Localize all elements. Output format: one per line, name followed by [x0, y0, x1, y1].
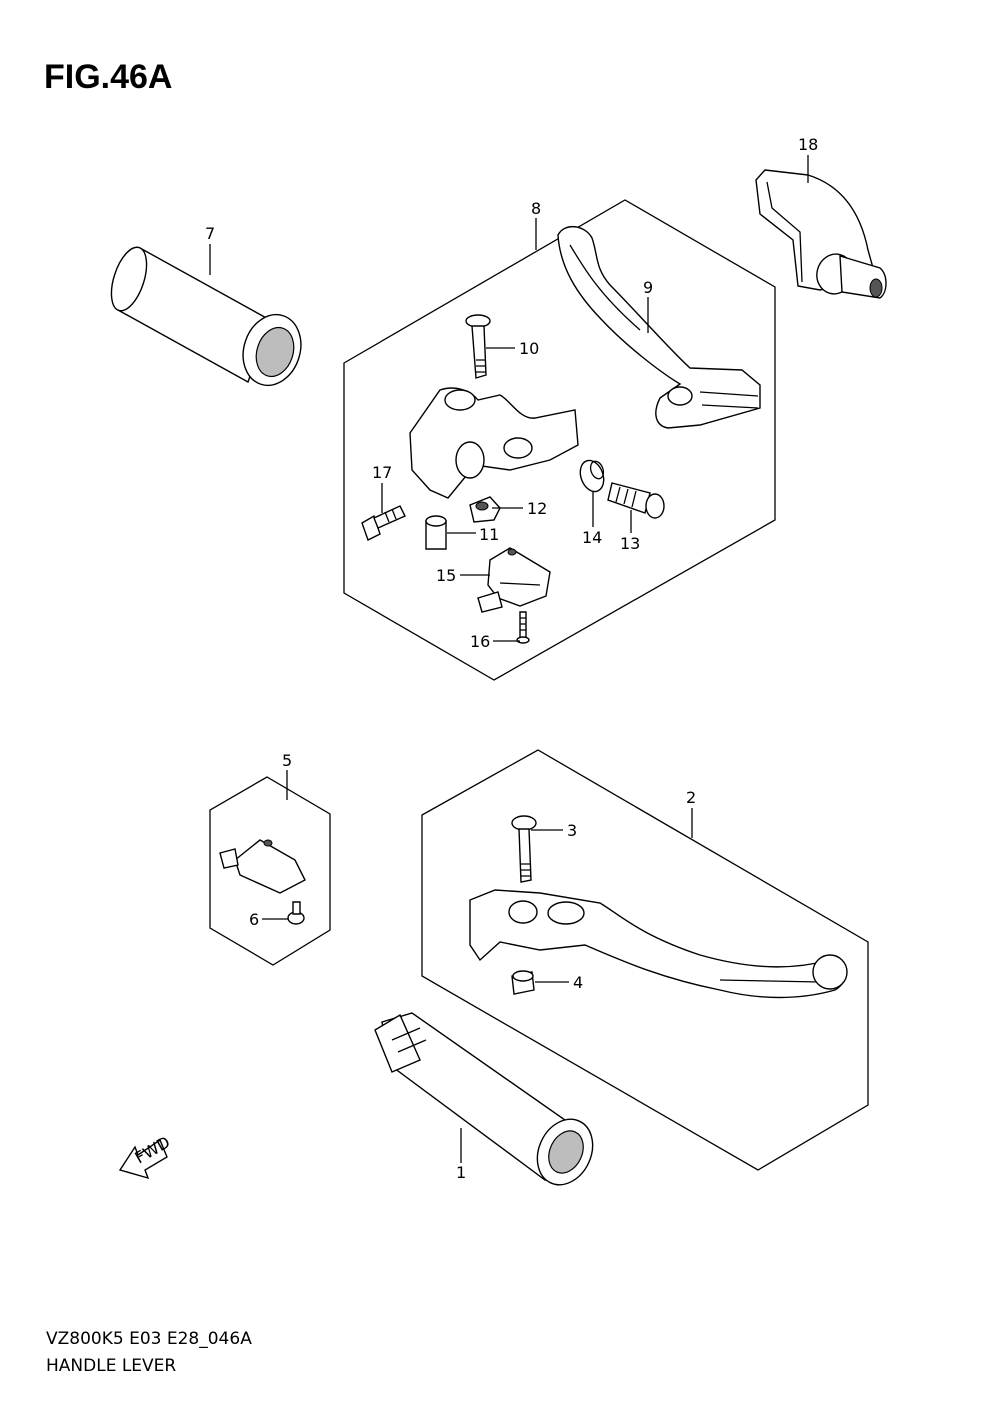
collar-part-11: [425, 515, 447, 550]
screw-part-6: [287, 901, 305, 925]
figure-title: FIG.46A: [44, 58, 173, 96]
callout-5: 5: [282, 751, 292, 770]
screw-part-16: [516, 611, 530, 644]
assembly-frame-5: [209, 776, 331, 966]
callout-7: 7: [205, 224, 215, 243]
callout-14: 14: [582, 528, 602, 547]
callout-11: 11: [479, 525, 499, 544]
adjuster-part-13: [607, 482, 665, 519]
lever-part-9: [557, 226, 761, 429]
callout-9: 9: [643, 278, 653, 297]
callout-12: 12: [527, 499, 547, 518]
callout-2: 2: [686, 788, 696, 807]
callout-18: 18: [798, 135, 818, 154]
model-code: VZ800K5 E03 E28_046A: [46, 1329, 252, 1349]
bolt-part-3: [511, 815, 537, 883]
switch-part-15: [477, 547, 551, 613]
screw-part-17: [361, 505, 406, 541]
nut-part-4: [511, 970, 535, 995]
callout-1: 1: [456, 1163, 466, 1182]
callout-17: 17: [372, 463, 392, 482]
figure-name: HANDLE LEVER: [46, 1356, 177, 1376]
callout-6: 6: [249, 910, 259, 929]
callout-4: 4: [573, 973, 583, 992]
assembly-frame-8: [343, 199, 776, 681]
bolt-part-10: [465, 314, 491, 379]
nut-part-12: [469, 496, 501, 523]
callout-13: 13: [620, 534, 640, 553]
callout-16: 16: [470, 632, 490, 651]
grip-part-7: [110, 246, 302, 387]
callout-10: 10: [519, 339, 539, 358]
cable-guide-part-18: [755, 169, 887, 299]
brake-lever-part-2: [469, 889, 848, 999]
switch-part-5: [219, 839, 306, 894]
throttle-grip-part-1: [374, 1012, 594, 1186]
forward-arrow-icon: FWD: [118, 1132, 173, 1180]
assembly-frame-2: [421, 749, 869, 1171]
callout-3: 3: [567, 821, 577, 840]
callout-15: 15: [436, 566, 456, 585]
lever-holder-bracket: [409, 387, 579, 499]
locknut-part-14: [579, 459, 605, 493]
leader-lines: [209, 155, 809, 1163]
callout-8: 8: [531, 199, 541, 218]
